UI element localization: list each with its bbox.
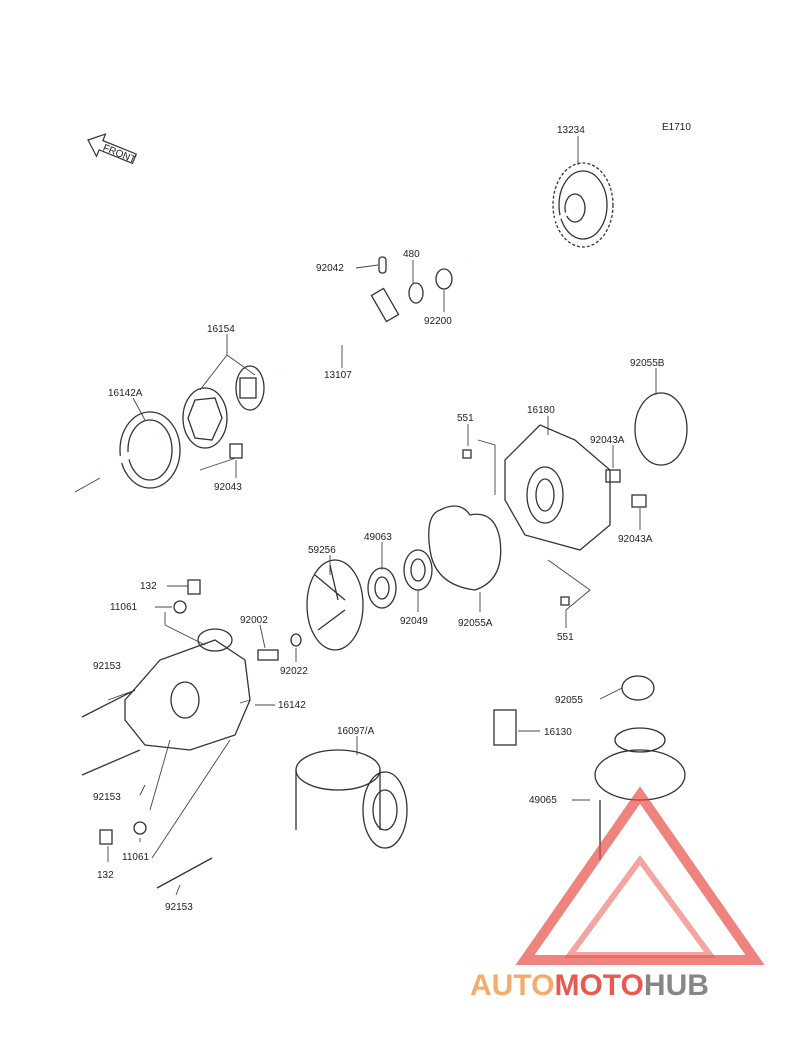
washer-11061-lower bbox=[133, 821, 147, 835]
pin-92043 bbox=[229, 443, 243, 459]
svg-text:AUTOMOTOHUB: AUTOMOTOHUB bbox=[470, 969, 709, 1002]
pin-92042 bbox=[378, 256, 387, 274]
label-16180: 16180 bbox=[527, 405, 555, 416]
cap-92055 bbox=[621, 675, 655, 701]
rotor-16154 bbox=[182, 365, 265, 449]
leader-lines bbox=[107, 136, 657, 896]
dowel-551-lower bbox=[560, 596, 570, 606]
label-551-upper: 551 bbox=[457, 413, 474, 424]
front-arrow-icon: FRONT bbox=[87, 133, 137, 166]
label-11061-upper: 11061 bbox=[110, 602, 138, 613]
label-49063: 49063 bbox=[364, 532, 392, 543]
label-480: 480 bbox=[403, 249, 420, 260]
label-92043A-upper: 92043A bbox=[590, 435, 625, 446]
label-92002: 92002 bbox=[240, 615, 268, 626]
shaft-13107 bbox=[278, 208, 576, 374]
label-16130: 16130 bbox=[544, 727, 572, 738]
bolt-92153-2 bbox=[81, 749, 141, 776]
pin-92043A-1 bbox=[605, 469, 621, 483]
oil-filter-16097A bbox=[295, 749, 408, 849]
oring-92055B bbox=[634, 392, 688, 466]
bearing-92049 bbox=[403, 549, 433, 591]
label-92055B: 92055B bbox=[630, 358, 665, 369]
watermark-moto: MOTO bbox=[554, 969, 643, 1002]
label-92055A: 92055A bbox=[458, 618, 493, 629]
label-59256: 59256 bbox=[308, 545, 336, 556]
label-13234: 13234 bbox=[557, 125, 585, 136]
pin-92043A-2 bbox=[631, 494, 647, 508]
label-92153-2: 92153 bbox=[93, 792, 121, 803]
label-92043A-lower: 92043A bbox=[618, 534, 653, 545]
sprocket-13234 bbox=[552, 162, 614, 248]
label-49065: 49065 bbox=[529, 795, 557, 806]
washer-11061-upper bbox=[173, 600, 187, 614]
bolt-92153-1 bbox=[81, 689, 136, 718]
bolt-132-lower bbox=[99, 829, 113, 845]
oring-92055A bbox=[428, 505, 502, 591]
watermark-hub: HUB bbox=[644, 969, 709, 1002]
label-16154: 16154 bbox=[207, 324, 235, 335]
label-16142: 16142 bbox=[278, 700, 306, 711]
label-132-lower: 132 bbox=[97, 870, 114, 881]
label-92043: 92043 bbox=[214, 482, 242, 493]
label-13107: 13107 bbox=[324, 370, 352, 381]
label-92022: 92022 bbox=[280, 666, 308, 677]
bolt-92153-3 bbox=[156, 857, 213, 889]
impeller-59256 bbox=[306, 559, 364, 651]
washer-92022 bbox=[290, 633, 302, 647]
ring-480 bbox=[408, 282, 424, 304]
washer-92200 bbox=[435, 268, 453, 290]
watermark-auto: AUTO bbox=[470, 969, 554, 1002]
part-labels: 13234 92042 480 92200 16154 13107 16142A… bbox=[93, 125, 665, 913]
label-92200: 92200 bbox=[424, 316, 452, 327]
bolt-132-upper bbox=[187, 579, 201, 595]
dowel-551-upper bbox=[462, 449, 472, 459]
label-92042: 92042 bbox=[316, 263, 344, 274]
label-16097A: 16097/A bbox=[337, 726, 375, 737]
label-92049: 92049 bbox=[400, 616, 428, 627]
oil-pump-body-16142A bbox=[74, 411, 181, 493]
label-132-upper: 132 bbox=[140, 581, 157, 592]
seal-49063 bbox=[367, 567, 397, 609]
front-label: FRONT bbox=[101, 143, 137, 166]
watermark-logo: AUTOMOTOHUB bbox=[470, 786, 765, 1002]
diagram-code: E1710 bbox=[662, 122, 691, 133]
label-16142A: 16142A bbox=[108, 388, 143, 399]
switch-16130 bbox=[493, 709, 517, 746]
label-11061-lower: 11061 bbox=[122, 852, 150, 863]
bolt-92002 bbox=[257, 649, 279, 661]
water-pump-cover-16142 bbox=[124, 628, 251, 751]
label-551-lower: 551 bbox=[557, 632, 574, 643]
label-92153-1: 92153 bbox=[93, 661, 121, 672]
pump-cover-16180 bbox=[504, 424, 611, 551]
label-92055: 92055 bbox=[555, 695, 583, 706]
label-92153-3: 92153 bbox=[165, 902, 193, 913]
